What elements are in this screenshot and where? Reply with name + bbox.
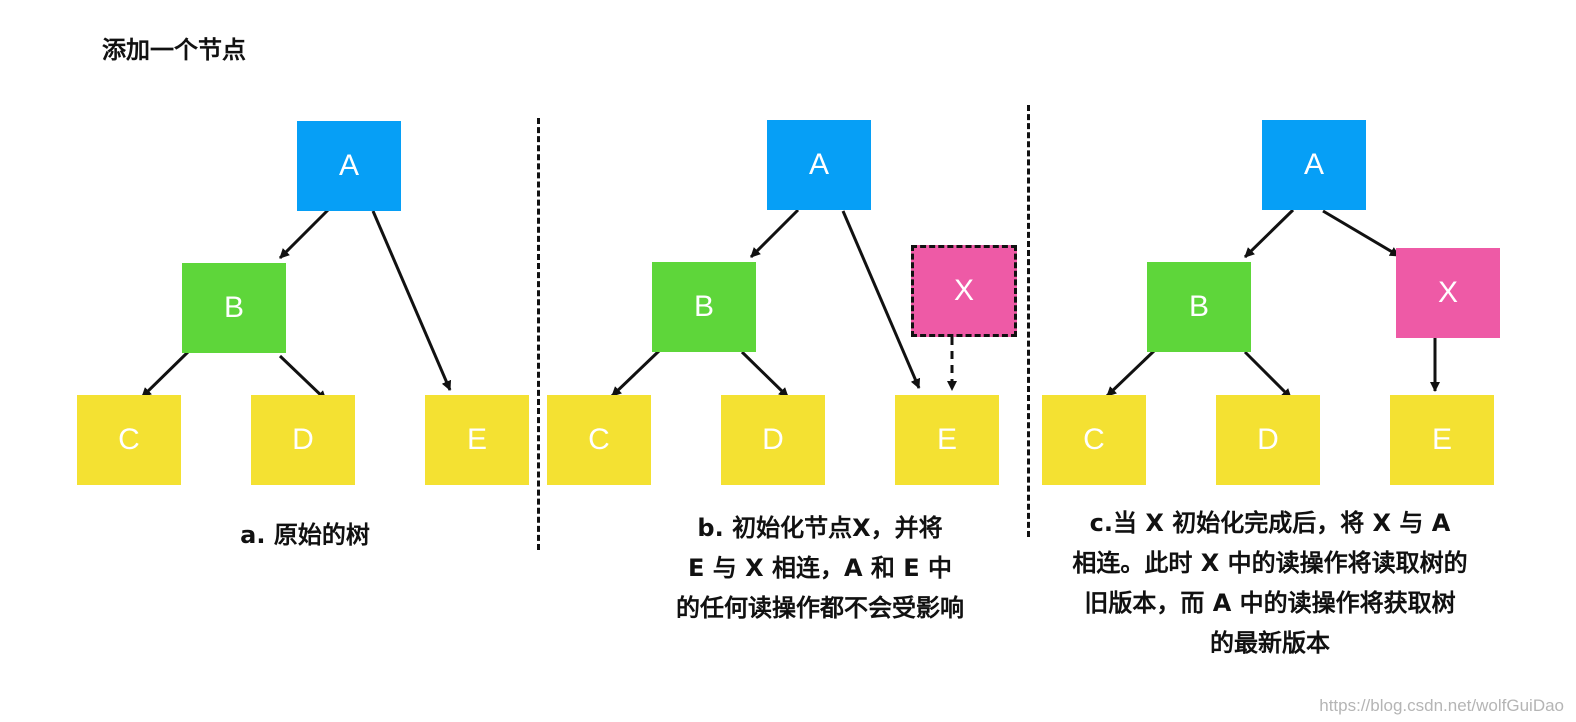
caption-line: b. 初始化节点X，并将 [697, 514, 943, 542]
node-d: D [251, 395, 355, 485]
node-a: A [767, 120, 871, 210]
edge-b-to-d [1243, 350, 1293, 400]
caption-a: a. 原始的树 [180, 515, 430, 555]
panel-divider [1027, 105, 1030, 537]
node-x: X [1396, 248, 1500, 338]
caption-c: c.当 X 初始化完成后，将 X 与 A 相连。此时 X 中的读操作将读取树的 … [1020, 503, 1520, 663]
node-c: C [547, 395, 651, 485]
edge-a-to-x [1322, 209, 1400, 258]
node-b: B [652, 262, 756, 352]
node-b: B [182, 263, 286, 353]
edge-b-to-c [610, 348, 662, 398]
node-c: C [77, 395, 181, 485]
caption-line: 的最新版本 [1210, 629, 1330, 657]
caption-line: a. 原始的树 [240, 521, 370, 549]
node-b: B [1147, 262, 1251, 352]
edge-a-to-e [371, 210, 452, 391]
node-d: D [1216, 395, 1320, 485]
edge-a-to-b [1243, 208, 1295, 259]
caption-b: b. 初始化节点X，并将 E 与 X 相连，A 和 E 中 的任何读操作都不会受… [610, 508, 1030, 628]
node-e: E [425, 395, 529, 485]
caption-line: 相连。此时 X 中的读操作将读取树的 [1072, 549, 1468, 577]
watermark: https://blog.csdn.net/wolfGuiDao [1319, 696, 1564, 715]
caption-line: E 与 X 相连，A 和 E 中 [688, 554, 952, 582]
edge-b-to-d [740, 350, 790, 399]
node-x-dashed: X [911, 245, 1017, 337]
node-c: C [1042, 395, 1146, 485]
edge-a-to-b [278, 208, 330, 260]
edge-b-to-c [1105, 348, 1157, 398]
edge-a-to-b [749, 208, 800, 259]
caption-line: 旧版本，而 A 中的读操作将获取树 [1084, 589, 1456, 617]
caption-line: c.当 X 初始化完成后，将 X 与 A [1089, 509, 1451, 537]
node-a: A [1262, 120, 1366, 210]
edge-b-to-d [278, 354, 328, 402]
caption-line: 的任何读操作都不会受影响 [676, 594, 964, 622]
edge-b-to-c [140, 348, 192, 399]
node-e: E [895, 395, 999, 485]
node-a: A [297, 121, 401, 211]
node-e: E [1390, 395, 1494, 485]
panel-divider [537, 118, 540, 550]
diagram-title: 添加一个节点 [102, 36, 246, 64]
node-d: D [721, 395, 825, 485]
edge-a-to-e [841, 210, 921, 389]
